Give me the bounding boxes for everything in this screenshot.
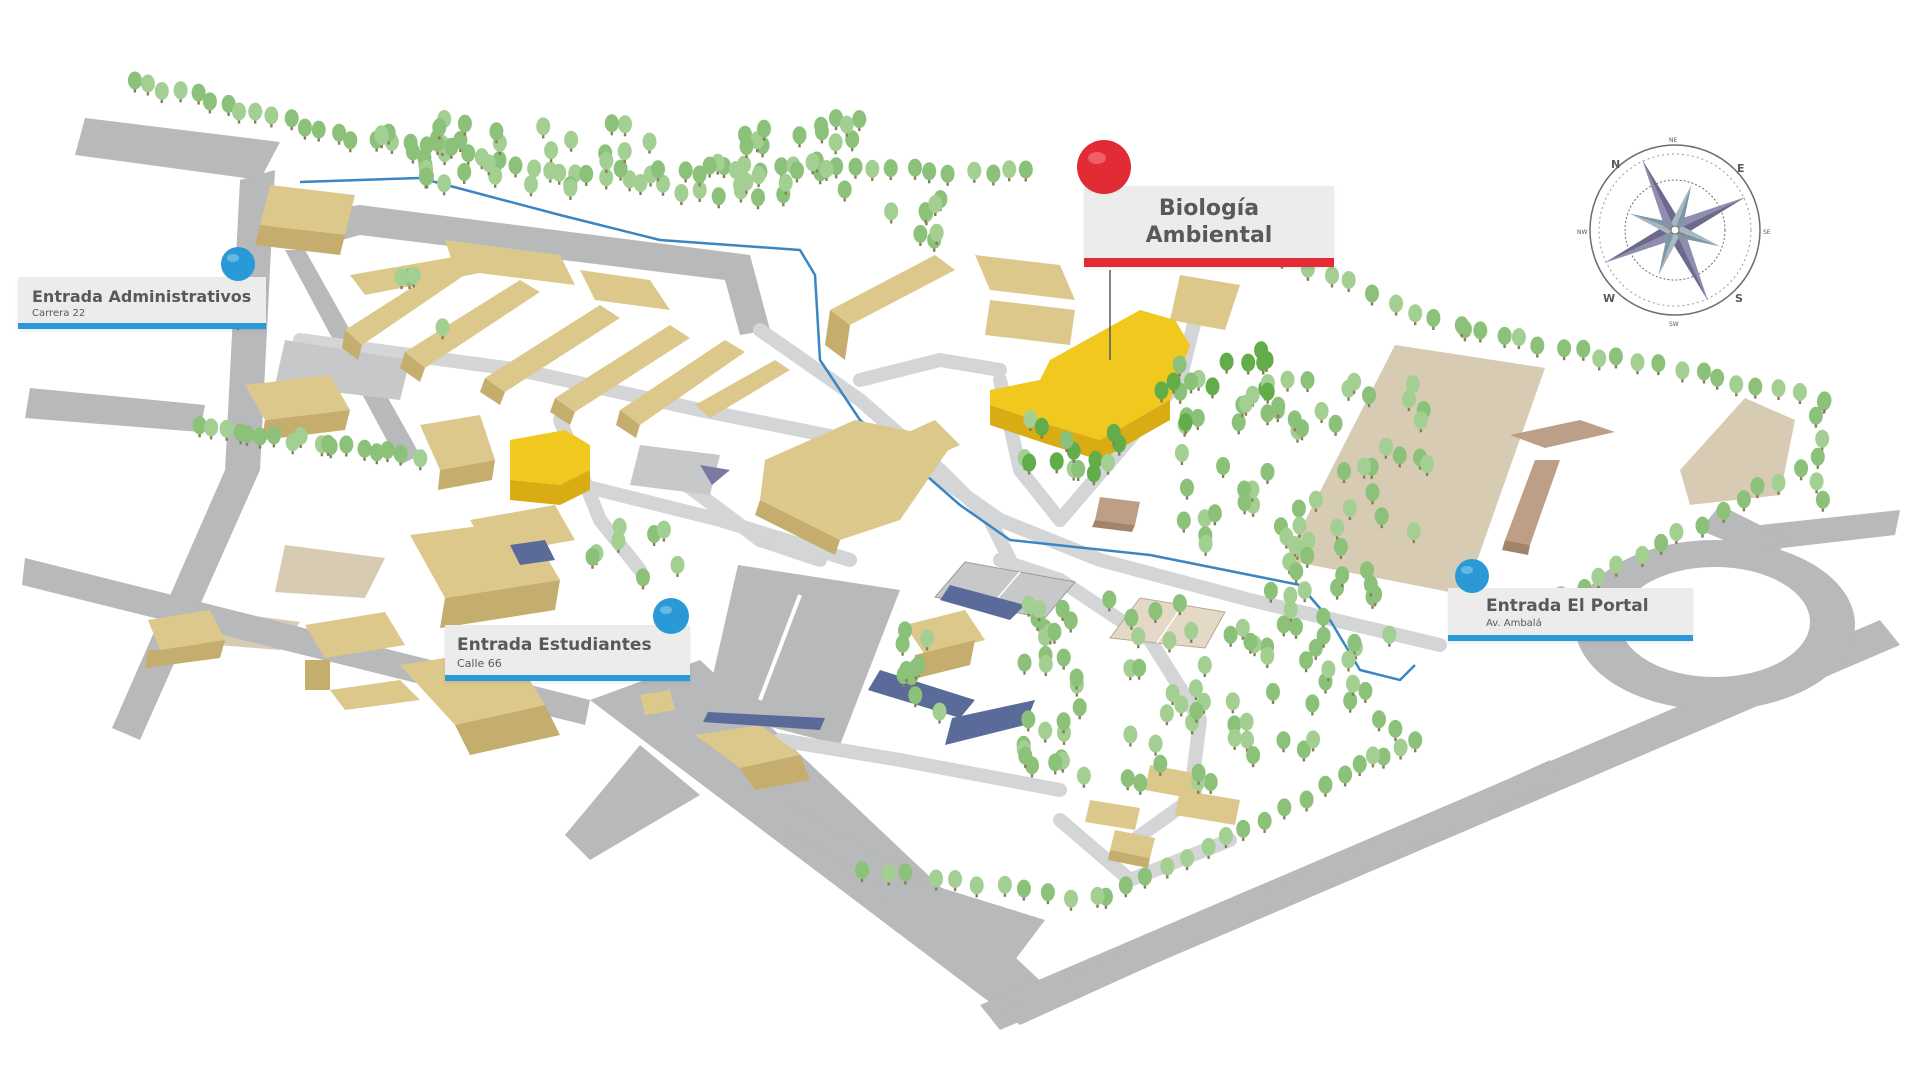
entrance-title: Entrada El Portal <box>1486 596 1649 616</box>
compass-label-w: W <box>1603 292 1615 305</box>
entrance-subtitle: Calle 66 <box>457 657 502 670</box>
parking-lot <box>705 565 900 745</box>
map-pin-blue-icon[interactable] <box>651 596 691 636</box>
entrance-accent-bar <box>1448 635 1693 641</box>
entrance-label-administrativos[interactable]: Entrada Administrativos Carrera 22 <box>18 277 266 329</box>
entrance-label-el-portal[interactable]: Entrada El Portal Av. Ambalá <box>1448 588 1693 641</box>
entrance-label-estudiantes[interactable]: Entrada Estudiantes Calle 66 <box>445 625 690 681</box>
entrance-subtitle: Carrera 22 <box>32 308 86 319</box>
destination-accent-bar <box>1084 258 1334 267</box>
map-pin-blue-icon[interactable] <box>1453 557 1491 595</box>
compass-label-ne: NE <box>1669 137 1677 144</box>
map-pin-blue-icon[interactable] <box>219 245 257 283</box>
entrance-title: Entrada Estudiantes <box>457 635 652 655</box>
compass-rose-icon: N S E W NE SW NW SE <box>1577 137 1771 328</box>
destination-title-line1: Biología <box>1158 196 1260 221</box>
entrance-title: Entrada Administrativos <box>32 287 252 306</box>
buildings <box>145 185 1240 868</box>
compass-label-se: SE <box>1763 229 1771 236</box>
compass-label-sw: SW <box>1669 321 1679 328</box>
destination-title-line2: Ambiental <box>1145 223 1273 248</box>
compass-label-s: S <box>1735 292 1743 305</box>
brown-buildings <box>1092 420 1615 555</box>
destination-label[interactable]: Biología Ambiental <box>1084 186 1334 267</box>
entrance-accent-bar <box>18 323 266 329</box>
trees <box>127 71 1832 911</box>
entrance-accent-bar <box>445 675 690 681</box>
entrance-subtitle: Av. Ambalá <box>1486 618 1542 629</box>
compass-label-e: E <box>1737 162 1745 175</box>
compass-label-n: N <box>1611 158 1620 171</box>
compass-label-nw: NW <box>1577 229 1587 236</box>
map-pin-red-icon[interactable] <box>1075 138 1133 196</box>
